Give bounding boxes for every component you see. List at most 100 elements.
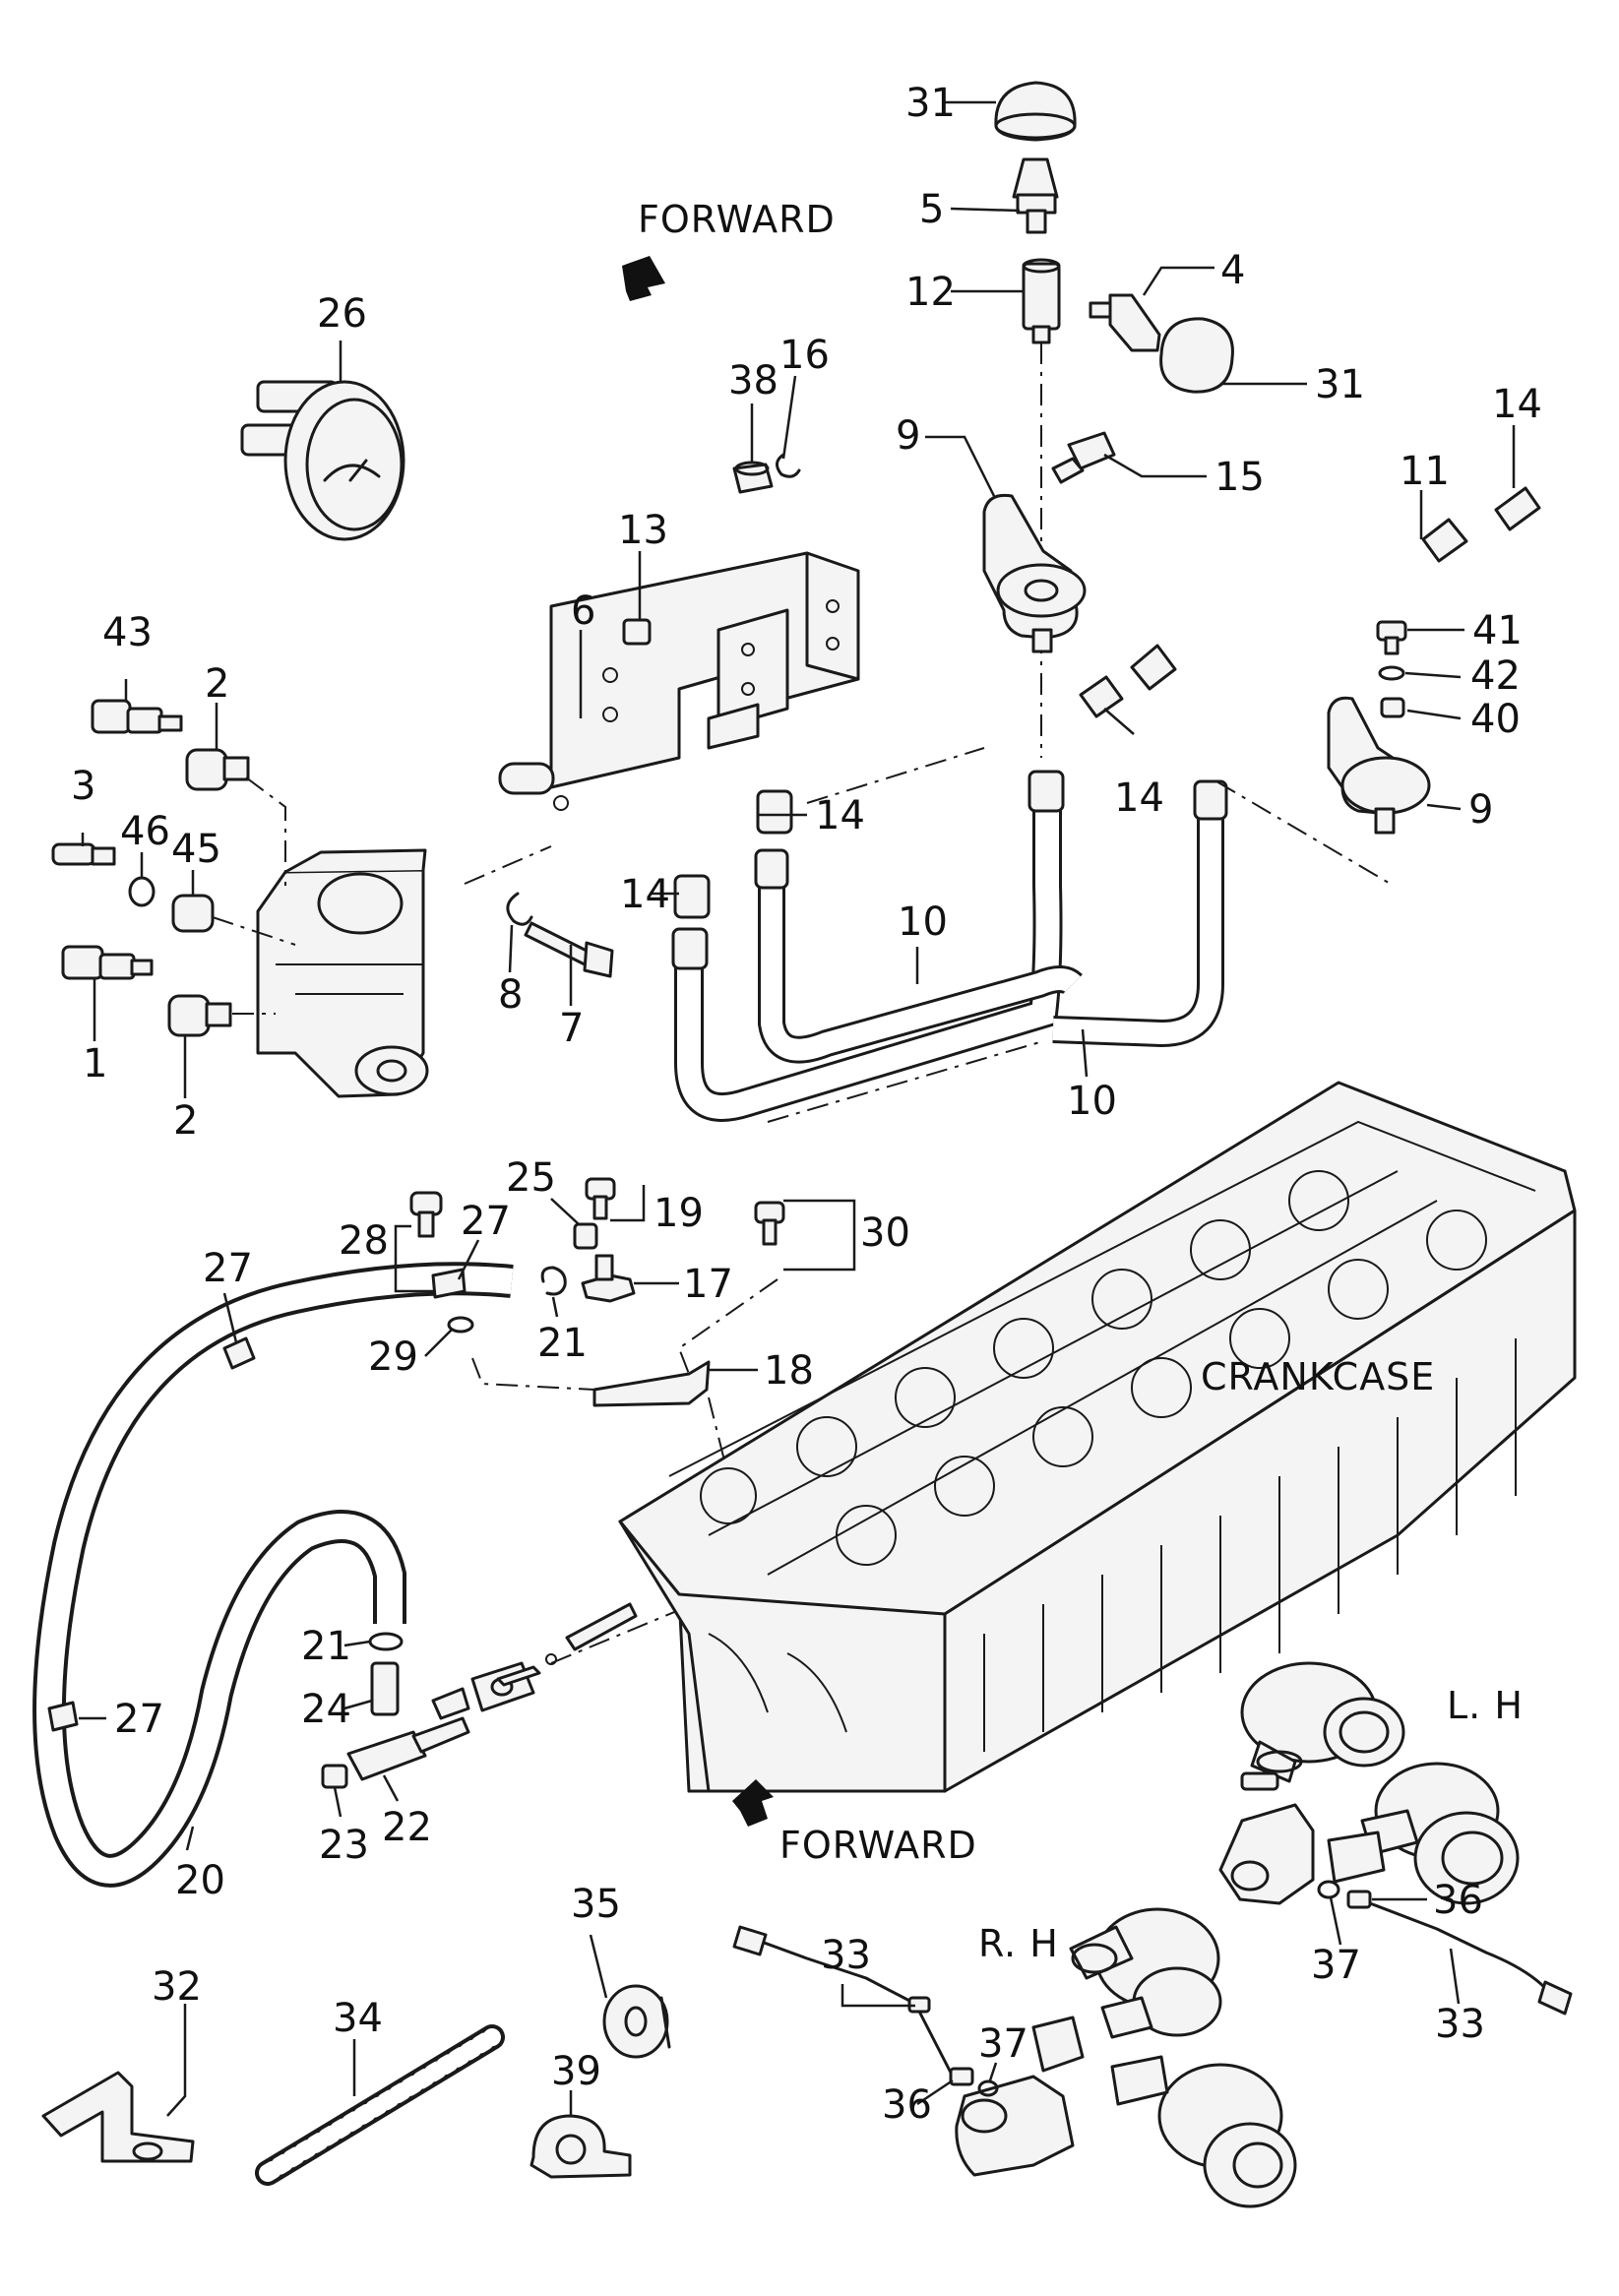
callout-10: 10 (1067, 1079, 1117, 1124)
part-4-sensor (1089, 293, 1161, 352)
callout-30: 30 (860, 1210, 910, 1256)
callout-20: 20 (175, 1858, 225, 1903)
callout-28: 28 (339, 1218, 389, 1264)
manifold-rh (955, 2016, 1085, 2177)
callout-23: 23 (319, 1823, 369, 1868)
callout-42: 42 (1470, 653, 1521, 699)
part-39-clip (529, 2114, 632, 2179)
part-33-cable-rh (732, 1925, 953, 2075)
callout-46: 46 (120, 809, 170, 854)
callout-16: 16 (779, 333, 830, 378)
callout-39: 39 (551, 2049, 601, 2094)
part-11-pipe (1130, 518, 1468, 691)
callout-22: 22 (382, 1805, 432, 1850)
callout-4: 4 (1220, 248, 1245, 293)
part-31-cap-top (994, 81, 1077, 142)
turbo-lh-upper (1240, 1661, 1405, 1783)
part-15-bolt (1051, 431, 1116, 484)
part-37-washer-lh (1317, 1880, 1340, 1899)
callout-labels: 31 5 12 4 31 26 38 16 9 15 14 11 13 6 41… (71, 81, 1542, 2128)
callout-24: 24 (301, 1687, 351, 1732)
callout-17: 17 (683, 1262, 733, 1307)
part-23-plug (321, 1764, 348, 1789)
part-14-fitting-a (756, 789, 793, 835)
caption-left-hand: L. H (1447, 1684, 1524, 1727)
part-43-sensor (91, 699, 183, 734)
callout-37: 37 (1311, 1943, 1361, 1988)
callout-13: 13 (618, 508, 668, 553)
part-22-valve (346, 1716, 470, 1781)
callout-12: 12 (905, 270, 956, 315)
callout-15: 15 (1214, 455, 1265, 500)
caption-forward-top: FORWARD (638, 198, 836, 241)
callout-14: 14 (815, 793, 865, 838)
callout-10: 10 (898, 900, 948, 945)
part-24-nipple (370, 1661, 400, 1716)
forward-arrow-top-icon (622, 256, 665, 301)
part-8-ring (506, 892, 533, 926)
part-14-fitting-b (673, 874, 711, 919)
callout-34: 34 (333, 1996, 383, 2041)
callout-14: 14 (620, 872, 670, 917)
callout-9: 9 (1468, 787, 1493, 833)
part-3-sensor (51, 842, 116, 866)
part-9-block-right (1327, 696, 1431, 835)
part-25-spacer (573, 1222, 598, 1250)
callout-41: 41 (1472, 608, 1523, 653)
callout-1: 1 (83, 1041, 107, 1086)
part-19-bolt (585, 1177, 616, 1220)
part-17-connector (581, 1254, 636, 1303)
callout-45: 45 (171, 827, 221, 872)
part-31-cap-right (1159, 317, 1234, 394)
callout-2: 2 (173, 1098, 198, 1144)
part-40-screw (1380, 697, 1405, 718)
leader-lines (79, 100, 1516, 2117)
pump-housing (256, 848, 429, 1098)
cylinder-bores (700, 1170, 1487, 1566)
part-36-sensor-rh (949, 2067, 974, 2086)
callout-43: 43 (102, 610, 153, 655)
part-10-pipe-front (671, 770, 1065, 1122)
part-41-bolt (1376, 620, 1407, 655)
part-27-hose (32, 1262, 514, 1888)
callout-2: 2 (205, 661, 229, 707)
part-42-washer (1378, 665, 1405, 681)
part-1-sensor (61, 945, 154, 980)
callout-37: 37 (978, 2021, 1028, 2067)
part-2-fitting-top (185, 748, 250, 791)
part-36-sensor-lh (1346, 1890, 1372, 1909)
part-26-gauge (240, 380, 405, 541)
callout-9: 9 (896, 413, 920, 459)
flange-gasket (431, 1661, 541, 1720)
callout-40: 40 (1470, 697, 1521, 742)
part-30-bolt (754, 1201, 785, 1246)
part-37-washer-rh (977, 2079, 999, 2097)
callout-27: 27 (461, 1199, 511, 1244)
part-18-bracket (592, 1360, 711, 1407)
manifold-lh (1218, 1771, 1386, 1905)
callout-31: 31 (1315, 362, 1365, 407)
callout-38: 38 (728, 358, 778, 403)
callout-26: 26 (317, 291, 367, 337)
part-14-fitting-right (1494, 486, 1541, 531)
part-45-plug (171, 894, 215, 933)
part-10-pipe-right (1052, 779, 1228, 1048)
part-21-clamp-bottom (368, 1632, 404, 1651)
turbo-rh-lower (1110, 2055, 1297, 2208)
part-2-fitting-bottom (167, 994, 232, 1037)
part-38-nut (732, 461, 774, 494)
part-9-block-upper (982, 493, 1087, 653)
callout-33: 33 (1435, 2002, 1485, 2047)
caption-crankcase: CRANKCASE (1201, 1355, 1435, 1398)
crankcase (618, 1081, 1577, 1793)
part-34-spring-tube (255, 2024, 505, 2186)
callout-21: 21 (537, 1321, 588, 1366)
part-32-bracket (41, 2071, 195, 2163)
part-29-washer (447, 1316, 474, 1334)
part-12-adapter (1022, 258, 1061, 344)
callout-27: 27 (114, 1697, 164, 1742)
part-21-clamp-top (540, 1266, 567, 1296)
callout-32: 32 (152, 1964, 202, 2010)
callout-36: 36 (1433, 1878, 1483, 1923)
